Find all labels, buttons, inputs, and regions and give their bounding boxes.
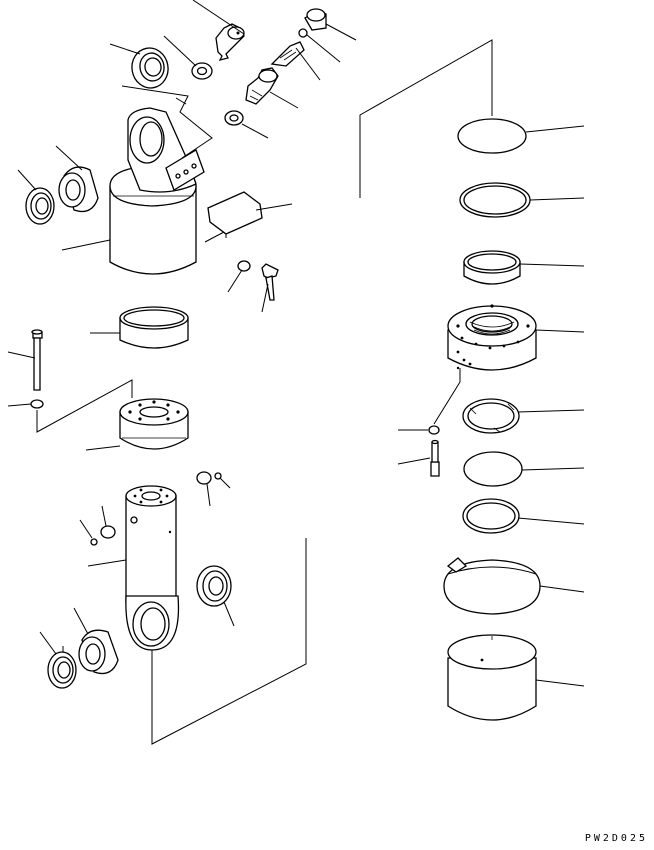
plug: [305, 9, 326, 30]
washer-right-upper: [238, 261, 250, 271]
bushing-ring: [120, 307, 188, 348]
valve-nipple: [272, 42, 304, 66]
washer-small: [225, 111, 243, 125]
seal-left-upper: [26, 188, 54, 224]
washer-rod-left: [101, 526, 115, 538]
cylinder-head-upper: [110, 108, 204, 274]
o-ring-rod: [215, 473, 221, 479]
cover-plate: [205, 192, 262, 242]
bushing-upper: [59, 167, 98, 211]
band-clamp: [444, 558, 540, 614]
group-bracket-top-inner: [176, 98, 186, 104]
seal-upper: [129, 45, 171, 91]
piston-rod: [126, 486, 179, 650]
piston-seal: [463, 499, 519, 533]
bushing-lower: [79, 630, 118, 673]
group-bracket-bottom: [152, 538, 306, 744]
leader-lines: [8, 0, 584, 686]
grease-fitting-upper: [216, 24, 244, 60]
o-ring-small-upper: [299, 29, 307, 37]
group-bracket-middle: [37, 380, 132, 432]
cylinder-tube-cover: [448, 635, 536, 720]
backup-ring: [460, 183, 530, 217]
seal-ring: [464, 452, 522, 486]
washer-upper: [192, 63, 212, 79]
o-ring-large: [458, 119, 526, 153]
wear-ring: [463, 399, 519, 433]
washer-right: [429, 426, 439, 434]
washer-rod-right: [197, 472, 211, 484]
group-bracket-top-right: [360, 40, 492, 198]
cylinder-head: [448, 304, 536, 382]
seal-lower-left: [48, 652, 76, 688]
drawing-code: PW2D025: [584, 833, 648, 844]
seal-lower-right: [197, 566, 231, 606]
piston: [120, 399, 188, 449]
bolt-right: [431, 441, 439, 477]
washer-bolt-long: [31, 400, 43, 408]
o-ring-rod-left: [91, 539, 97, 545]
check-valve: [246, 68, 278, 104]
bolt-long: [32, 330, 42, 390]
bushing-right: [464, 251, 520, 284]
bolt-short: [262, 264, 278, 300]
group-bracket-top-left: [122, 86, 212, 158]
